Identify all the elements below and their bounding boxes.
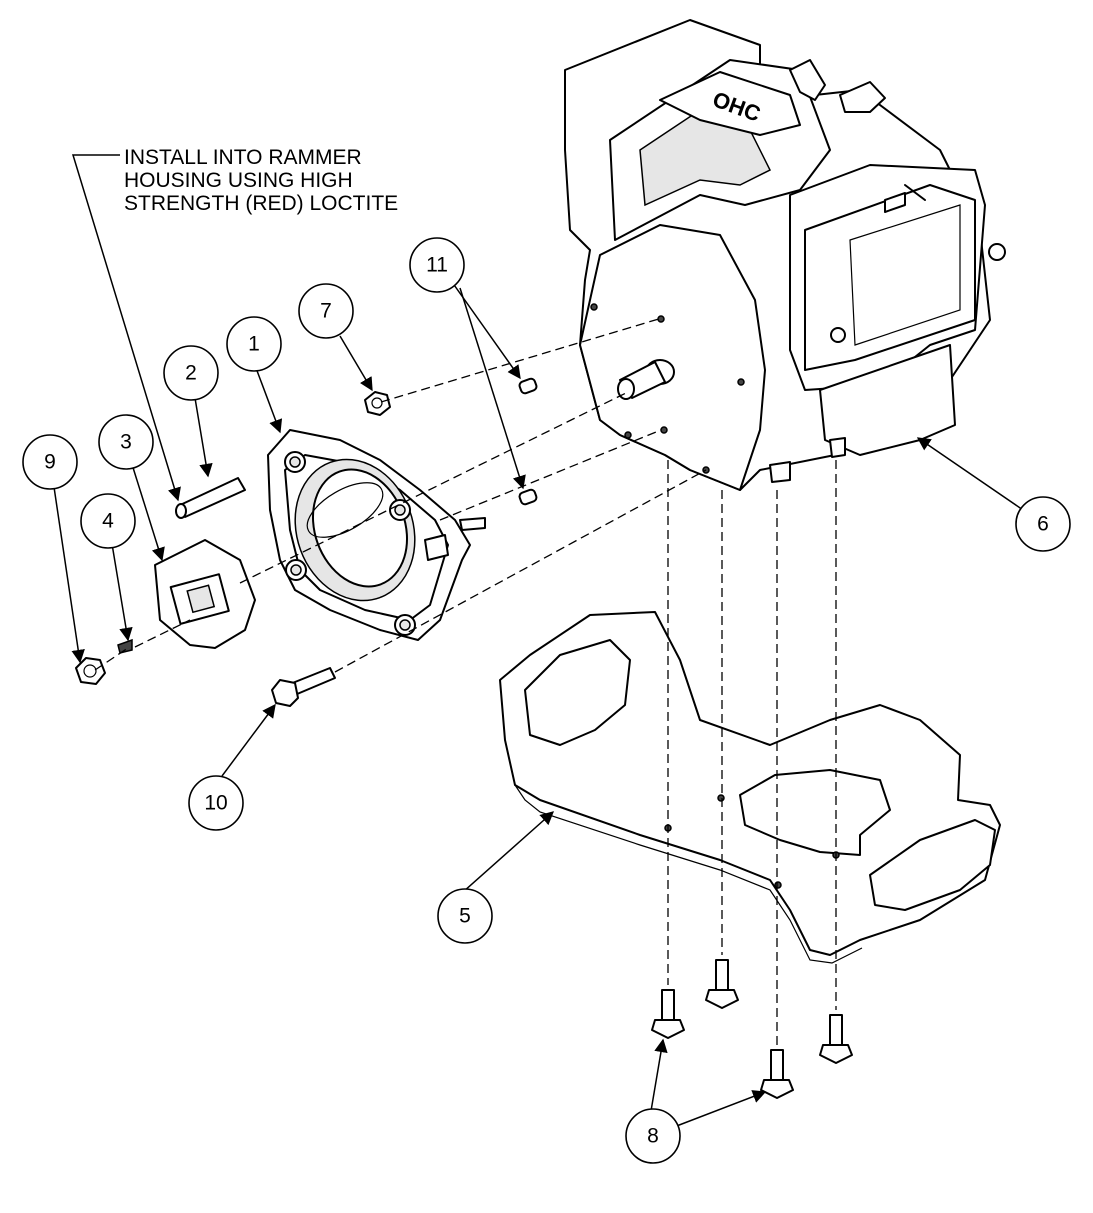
callout-6-label: 6 xyxy=(1037,513,1049,536)
callout-9: 9 xyxy=(22,434,78,490)
callout-7-label: 7 xyxy=(320,300,332,323)
callout-4-label: 4 xyxy=(102,510,114,533)
callout-3-label: 3 xyxy=(120,431,132,454)
base-plate xyxy=(499,611,1001,964)
callout-11-label: 11 xyxy=(426,254,448,277)
loctite-note: INSTALL INTO RAMMER HOUSING USING HIGH S… xyxy=(71,146,398,502)
note-line-1: INSTALL INTO RAMMER xyxy=(124,146,362,169)
callout-5-label: 5 xyxy=(459,905,471,928)
callout-7: 7 xyxy=(298,283,354,339)
dowel-sleeve xyxy=(518,377,538,506)
note-line-3: STRENGTH (RED) LOCTITE xyxy=(124,192,398,215)
callout-10: 10 xyxy=(188,775,244,831)
woodruff-key xyxy=(117,638,133,654)
output-shaft xyxy=(617,359,675,400)
callout-1-label: 1 xyxy=(248,333,260,356)
callout-2: 2 xyxy=(163,345,219,401)
callout-3: 3 xyxy=(98,414,154,470)
bolt-icon xyxy=(271,667,336,707)
bolt-icon xyxy=(651,989,685,1039)
hex-nut-icon xyxy=(75,657,106,685)
callout-11: 11 xyxy=(409,237,465,293)
callout-4: 4 xyxy=(80,493,136,549)
bolt-icon xyxy=(760,1049,794,1099)
callout-5: 5 xyxy=(437,888,493,944)
callout-2-label: 2 xyxy=(185,362,197,385)
note-line-2: HOUSING USING HIGH xyxy=(124,169,353,192)
hex-nut-icon xyxy=(364,391,391,416)
callout-1: 1 xyxy=(226,316,282,372)
callout-9-label: 9 xyxy=(44,451,56,474)
callout-8: 8 xyxy=(625,1108,681,1164)
assembly-centerlines xyxy=(94,317,837,1045)
callout-6: 6 xyxy=(1015,496,1071,552)
dowel-pin xyxy=(175,477,246,519)
drive-coupling xyxy=(154,539,256,649)
bolt-icon xyxy=(819,1014,853,1064)
engine-assembly: OHC xyxy=(564,19,1006,491)
bolt-icon xyxy=(705,959,739,1009)
housing-plate xyxy=(267,429,486,641)
callout-10-label: 10 xyxy=(204,792,227,815)
callout-leaders xyxy=(53,281,1027,1128)
callout-8-label: 8 xyxy=(647,1125,659,1148)
